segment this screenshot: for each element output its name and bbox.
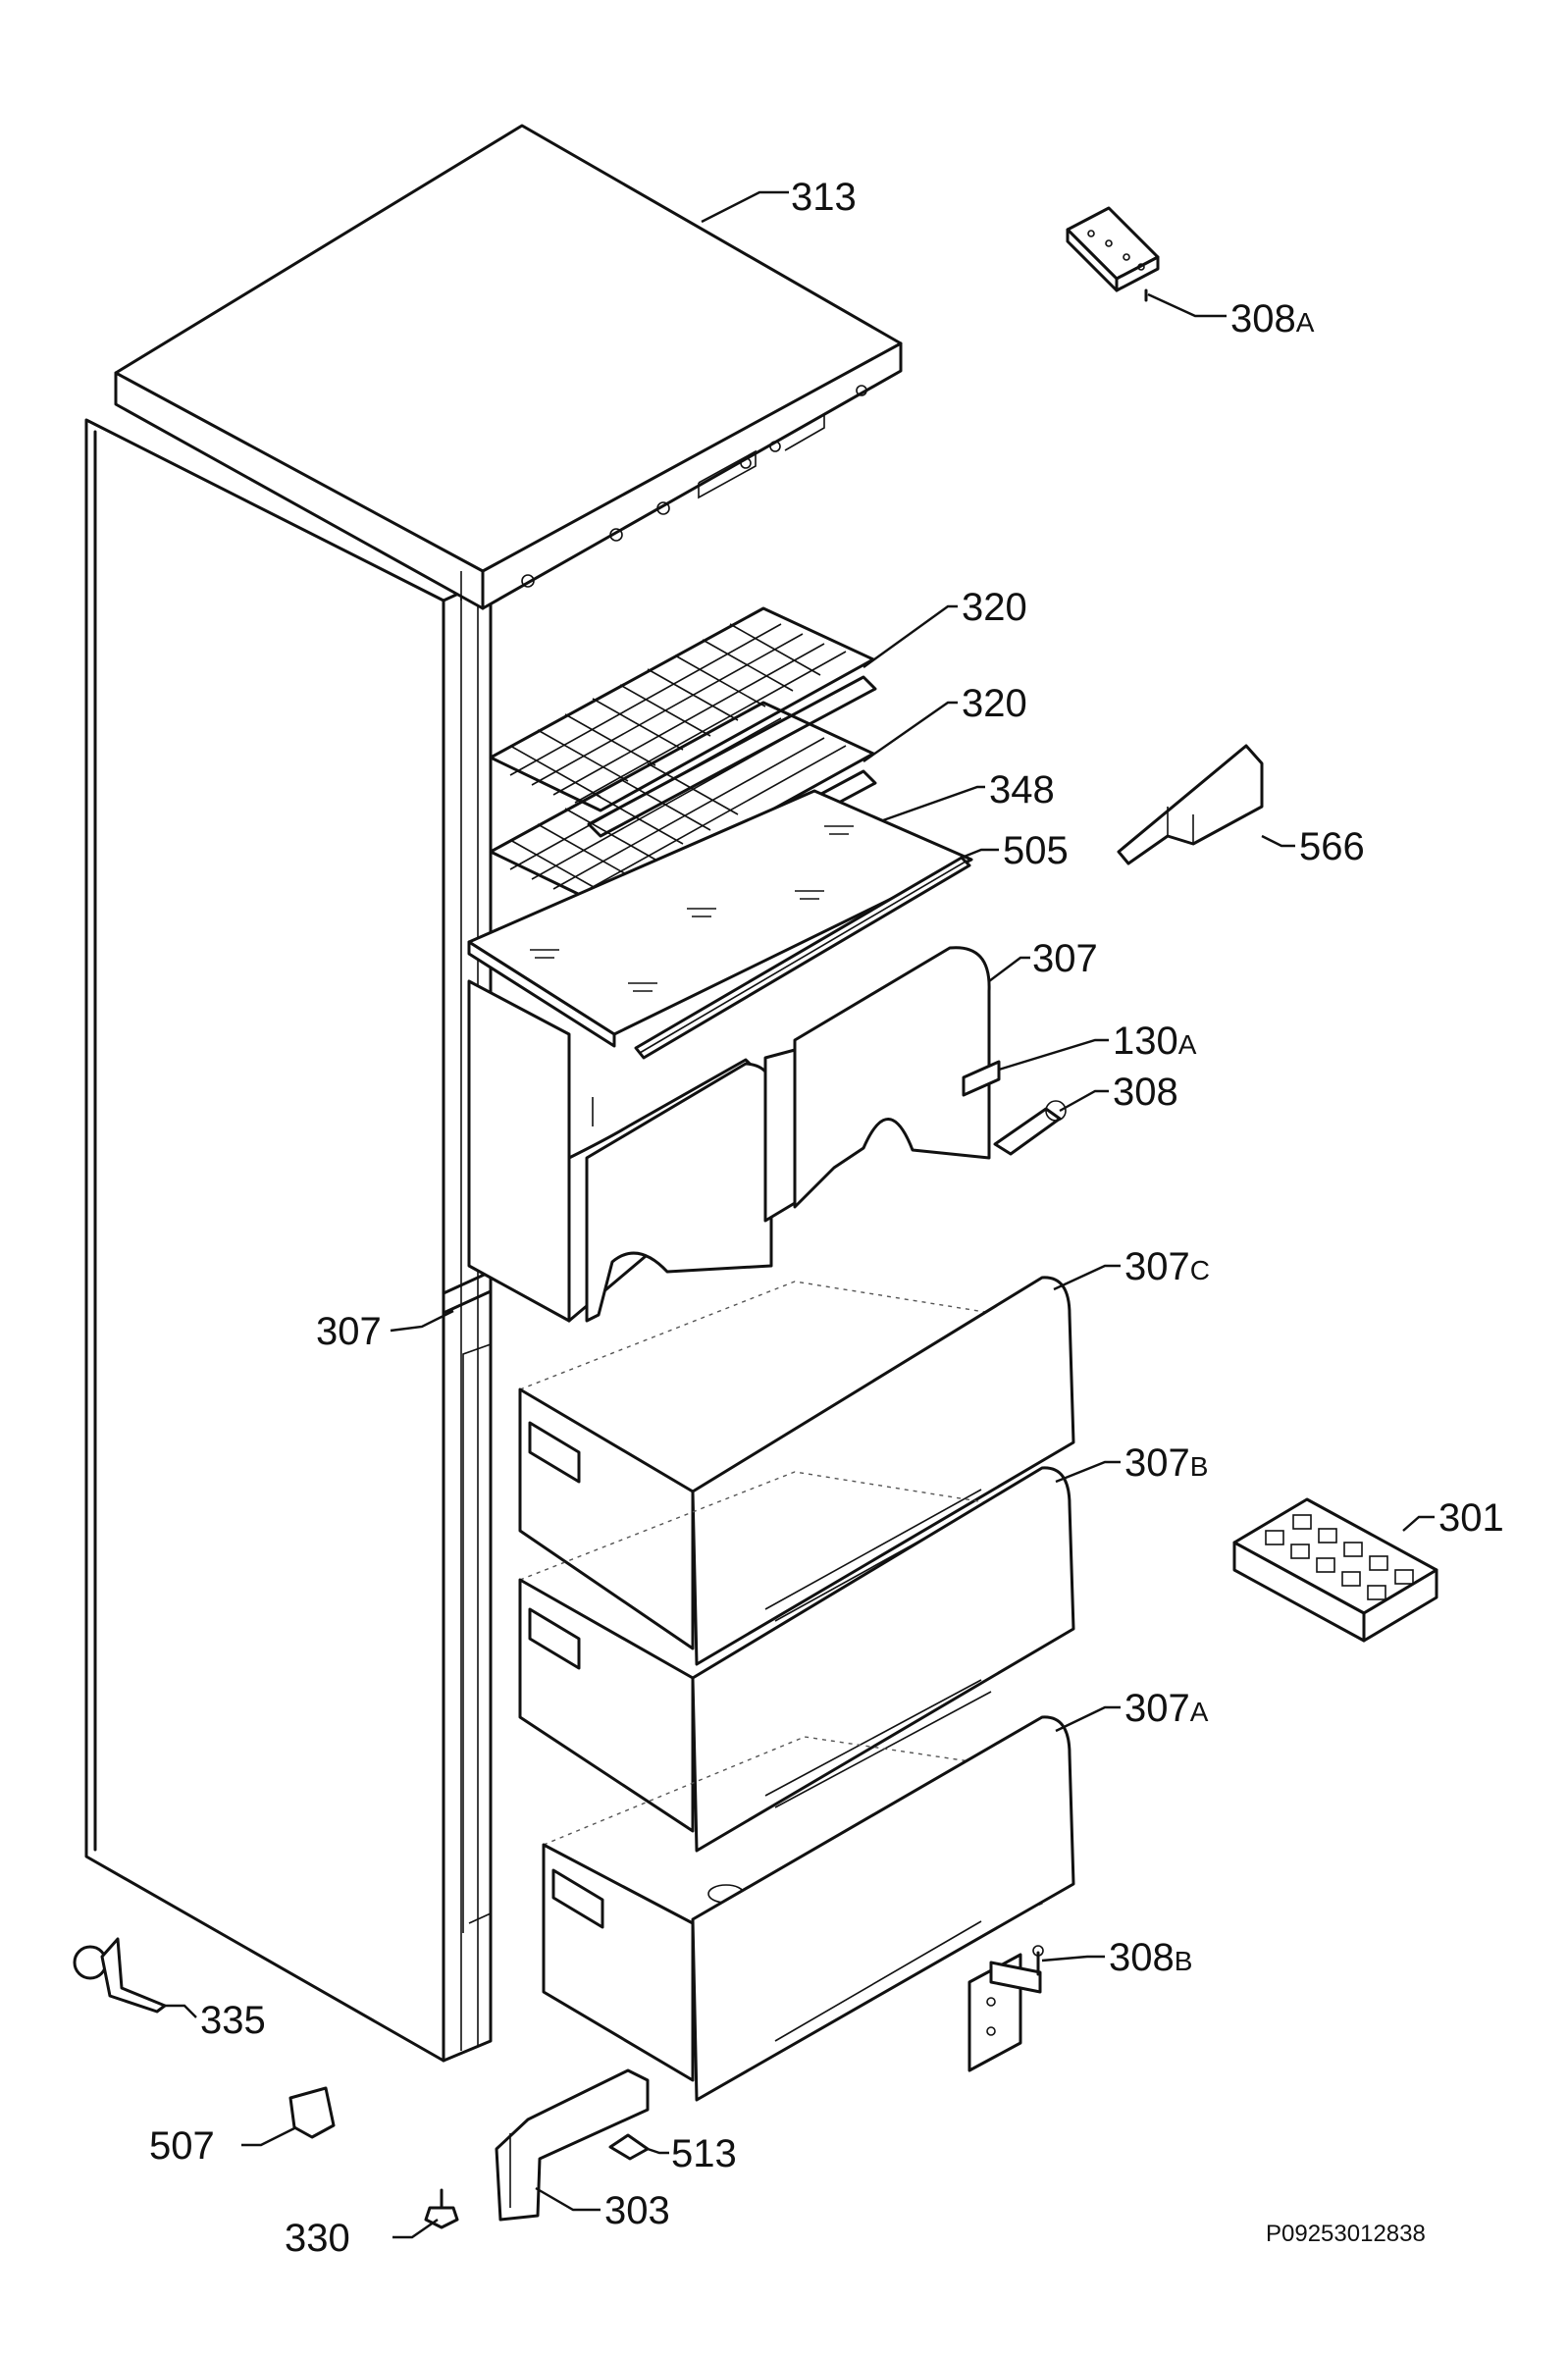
- hinge-308b: [967, 1945, 1044, 2072]
- hinge-308a: [1066, 206, 1160, 302]
- ice-tray: [1232, 1497, 1438, 1643]
- drawing-code: P09253012838: [1266, 2221, 1426, 2247]
- label-335: 335: [200, 1999, 266, 2042]
- drawer-307b: [518, 1466, 1075, 1853]
- label-330: 330: [285, 2217, 350, 2260]
- wire-shelf-upper: [489, 606, 877, 838]
- leader-lines: [165, 190, 1435, 2239]
- label-308a: 308A: [1230, 297, 1315, 340]
- top-cover: [114, 124, 903, 610]
- label-313: 313: [791, 176, 857, 219]
- label-348: 348: [989, 768, 1055, 811]
- label-505: 505: [1003, 829, 1069, 872]
- part-566: [1117, 744, 1264, 865]
- plinth-303: [495, 2068, 650, 2222]
- label-303: 303: [604, 2189, 670, 2232]
- part-513: [608, 2133, 650, 2161]
- screw-330: [424, 2188, 459, 2229]
- label-307-left: 307: [316, 1310, 382, 1353]
- label-301: 301: [1438, 1496, 1504, 1540]
- part-507: [288, 2086, 336, 2139]
- label-566: 566: [1299, 825, 1365, 868]
- label-307a: 307A: [1124, 1687, 1209, 1730]
- part-130a: [962, 1060, 1001, 1097]
- label-513: 513: [671, 2132, 737, 2175]
- foot-335: [73, 1937, 167, 2014]
- label-307b: 307B: [1124, 1441, 1208, 1485]
- label-307-right: 307: [1032, 937, 1098, 980]
- label-320-lower: 320: [962, 682, 1027, 725]
- hinge-308: [993, 1100, 1067, 1156]
- label-307c: 307C: [1124, 1245, 1210, 1288]
- shelf-trim: [634, 856, 971, 1060]
- label-507: 507: [149, 2124, 215, 2168]
- label-320-upper: 320: [962, 586, 1027, 629]
- drawer-307c: [518, 1276, 1075, 1666]
- label-308b: 308B: [1109, 1936, 1192, 1979]
- cabinet-body: [84, 418, 493, 2063]
- glass-shelf: [467, 789, 973, 1048]
- label-308: 308: [1113, 1071, 1178, 1114]
- part-labels: 313 308A 320 320 348 505 566 307 130A 30…: [149, 176, 1504, 2260]
- freezer-basket-left: [467, 979, 773, 1323]
- label-130a: 130A: [1113, 1020, 1197, 1063]
- freezer-basket-right: [763, 946, 991, 1223]
- drawer-307a: [542, 1715, 1075, 2102]
